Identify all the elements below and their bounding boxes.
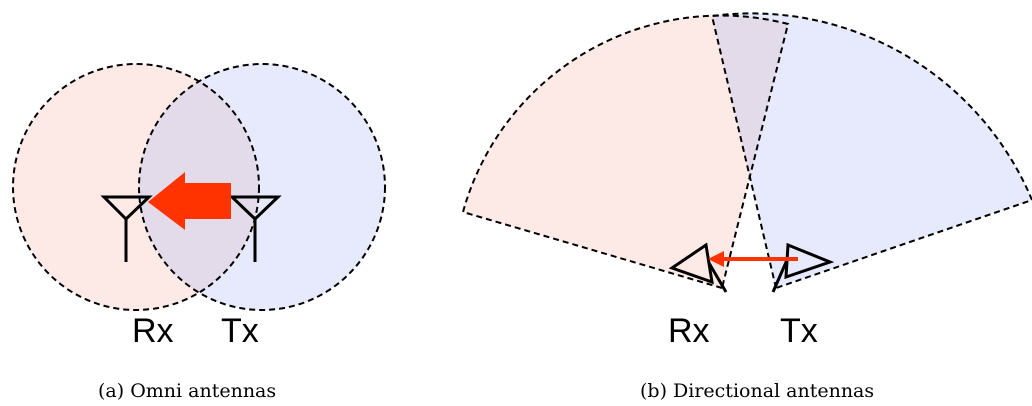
rx-label: Rx xyxy=(132,312,174,350)
rx-directional-antenna-icon xyxy=(668,242,728,293)
rx-coverage-outline xyxy=(12,63,260,311)
rx-beam-outline xyxy=(461,14,790,290)
signal-arrow-thick xyxy=(148,172,231,230)
tx-antenna-icon xyxy=(228,195,282,262)
coverage-overlap-region xyxy=(139,64,259,310)
tx-coverage-outline xyxy=(138,63,386,311)
caption-omni: (a) Omni antennas xyxy=(98,380,276,402)
rx-label-directional: Rx xyxy=(668,312,710,350)
signal-arrow-thin-head xyxy=(708,251,724,267)
caption-directional: (b) Directional antennas xyxy=(640,380,874,402)
panel-directional: Rx Tx (b) Directional antennas xyxy=(461,12,1032,402)
tx-label: Tx xyxy=(221,312,259,350)
rx-antenna-icon xyxy=(100,195,153,262)
panel-omni: Rx Tx (a) Omni antennas xyxy=(12,63,386,402)
tx-label-directional: Tx xyxy=(780,312,818,350)
tx-beam-sector xyxy=(712,13,1032,288)
